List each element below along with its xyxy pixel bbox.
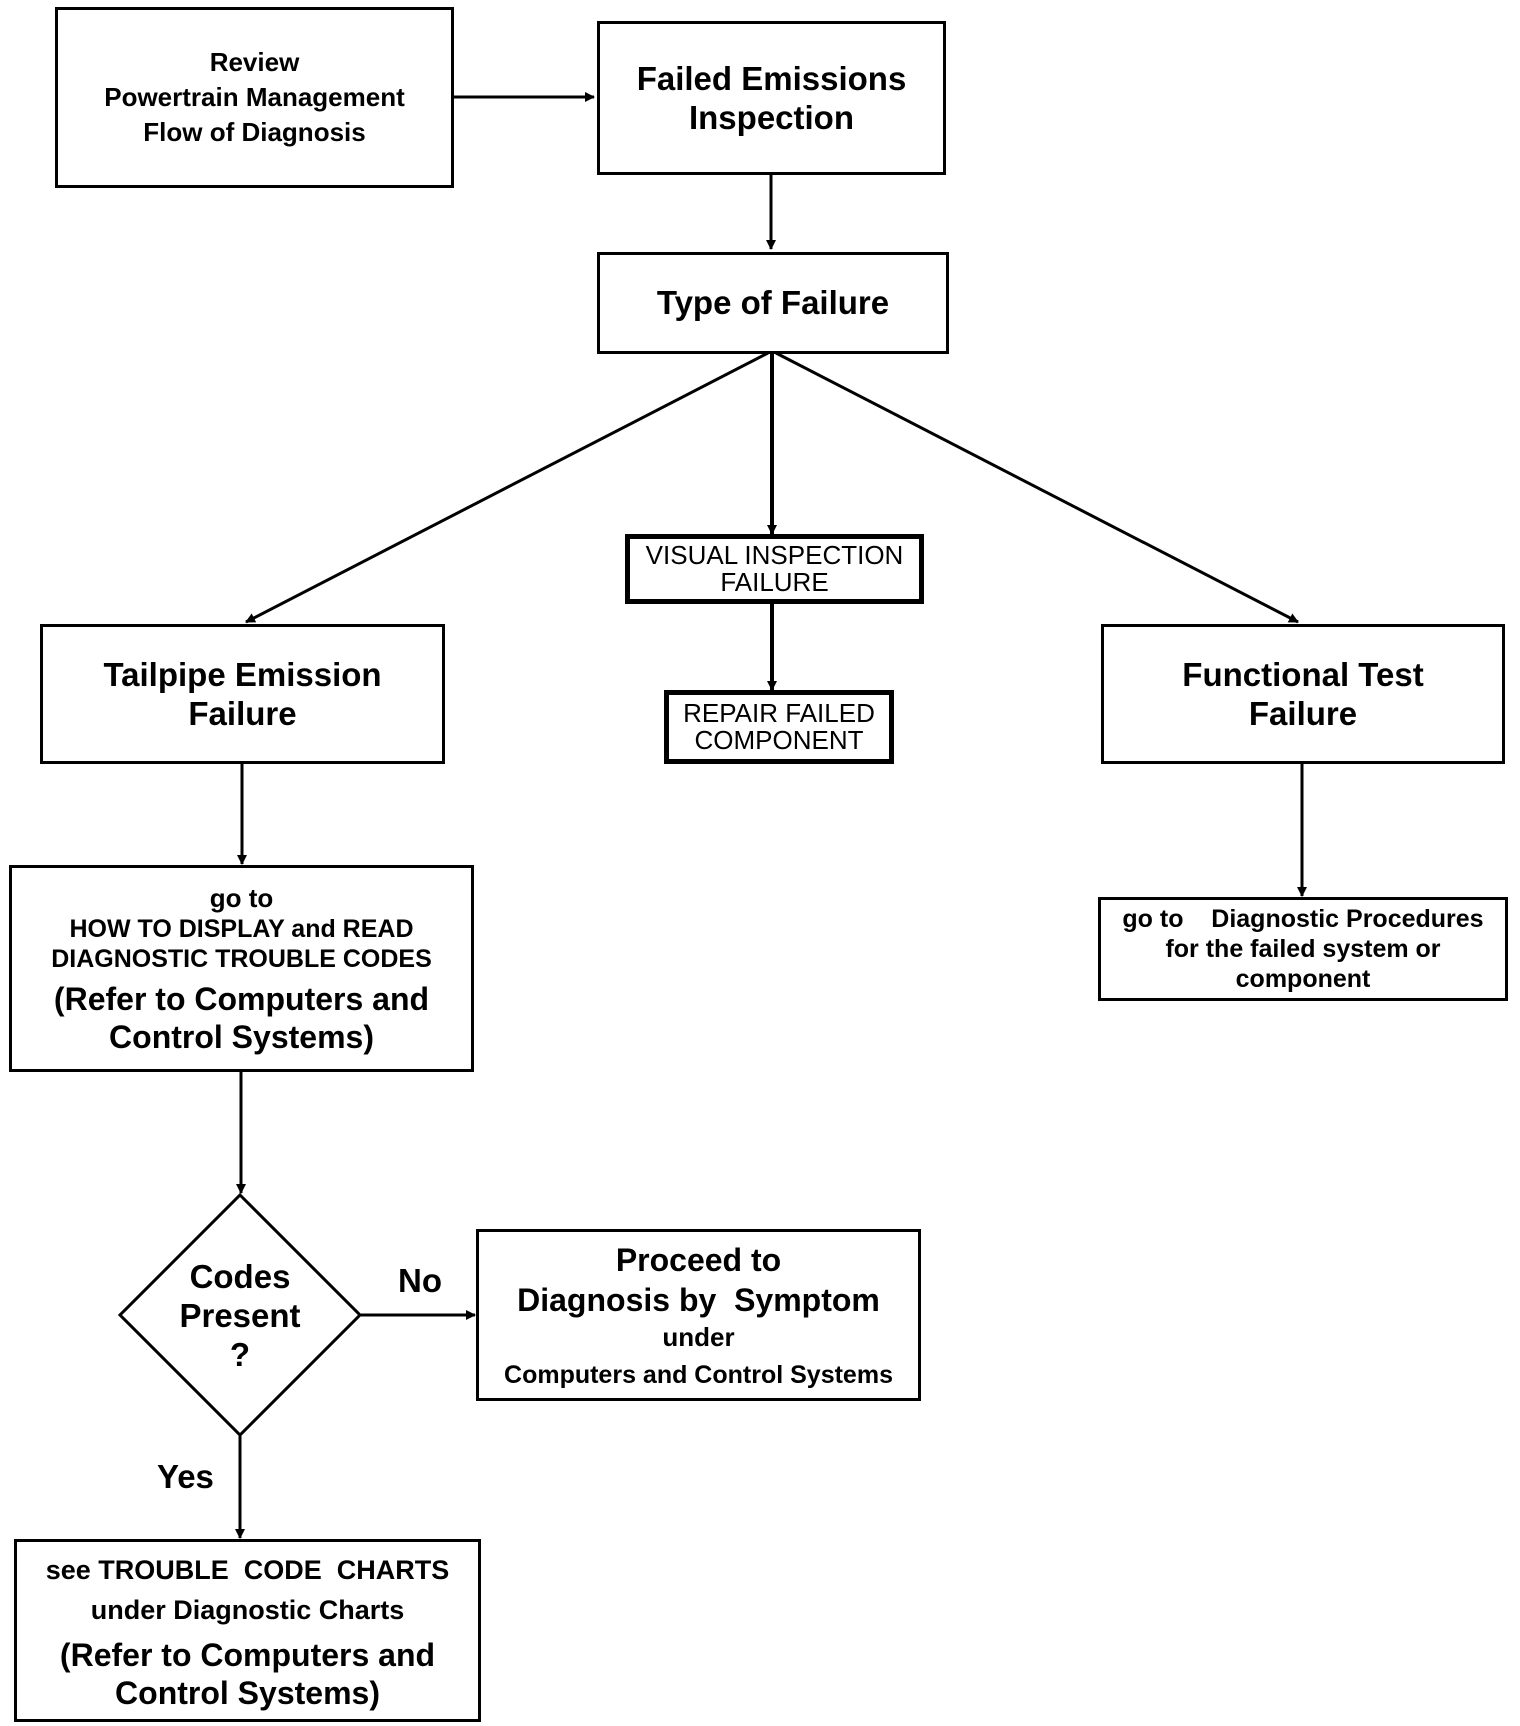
proceed-line-2: Diagnosis by Symptom <box>517 1282 880 1318</box>
functional-line-1: Functional Test <box>1182 656 1424 693</box>
proceed-line-4: Computers and Control Systems <box>504 1361 893 1389</box>
proceed-line-1: Proceed to <box>615 1242 782 1278</box>
decision-label: Codes Present ? <box>160 1257 320 1374</box>
decision-diamond <box>117 1192 363 1438</box>
goto-diagnostic-line-1: go to Diagnostic Procedures <box>1122 905 1484 933</box>
goto-dtc-box: go to HOW TO DISPLAY and READ DIAGNOSTIC… <box>9 865 474 1072</box>
goto-dtc-line-4: (Refer to Computers and <box>53 980 430 1017</box>
goto-dtc-line-1: go to <box>209 882 274 913</box>
trouble-line-1: see TROUBLE CODE CHARTS <box>45 1554 450 1585</box>
review-line-3: Flow of Diagnosis <box>143 117 366 147</box>
tailpipe-line-1: Tailpipe Emission <box>103 656 382 693</box>
trouble-code-box: see TROUBLE CODE CHARTS under Diagnostic… <box>14 1539 481 1722</box>
review-box: Review Powertrain Management Flow of Dia… <box>55 7 454 188</box>
repair-line-1: REPAIR FAILED <box>683 698 875 728</box>
goto-diagnostic-box: go to Diagnostic Procedures for the fail… <box>1098 897 1508 1001</box>
repair-box: REPAIR FAILED COMPONENT <box>664 690 894 764</box>
decision-line-3: ? <box>229 1336 251 1373</box>
visual-inspection-box: VISUAL INSPECTION FAILURE <box>625 534 924 604</box>
failed-emissions-box: Failed Emissions Inspection <box>597 21 946 175</box>
proceed-line-3: under <box>662 1322 735 1352</box>
repair-line-2: COMPONENT <box>694 725 864 755</box>
functional-box: Functional Test Failure <box>1101 624 1505 764</box>
trouble-line-2: under Diagnostic Charts <box>90 1594 405 1625</box>
no-label: No <box>398 1262 442 1299</box>
type-of-failure-label: Type of Failure <box>656 284 890 321</box>
review-line-1: Review <box>209 47 300 77</box>
trouble-line-4: Control Systems) <box>115 1674 380 1711</box>
failed-emissions-line-2: Inspection <box>688 99 855 136</box>
goto-diagnostic-line-3: component <box>1235 965 1371 993</box>
goto-dtc-line-5: Control Systems) <box>109 1018 374 1055</box>
decision-line-1: Codes <box>189 1258 291 1295</box>
yes-label: Yes <box>157 1458 214 1495</box>
trouble-line-3: (Refer to Computers and <box>59 1636 436 1673</box>
decision-line-2: Present <box>179 1297 301 1334</box>
goto-dtc-line-2: HOW TO DISPLAY and READ <box>69 914 414 943</box>
visual-inspection-line-2: FAILURE <box>720 567 829 597</box>
tailpipe-line-2: Failure <box>188 695 297 732</box>
failed-emissions-line-1: Failed Emissions <box>636 60 907 97</box>
arrow-type-to-functional <box>775 351 1299 624</box>
visual-inspection-line-1: VISUAL INSPECTION <box>645 540 904 570</box>
arrow-type-to-tailpipe <box>245 351 769 624</box>
goto-diagnostic-line-2: for the failed system or <box>1165 935 1441 963</box>
type-of-failure-box: Type of Failure <box>597 252 949 354</box>
review-line-2: Powertrain Management <box>104 82 405 112</box>
functional-line-2: Failure <box>1248 695 1358 732</box>
proceed-box: Proceed to Diagnosis by Symptom under Co… <box>476 1229 921 1401</box>
tailpipe-box: Tailpipe Emission Failure <box>40 624 445 764</box>
goto-dtc-line-3: DIAGNOSTIC TROUBLE CODES <box>51 944 432 973</box>
